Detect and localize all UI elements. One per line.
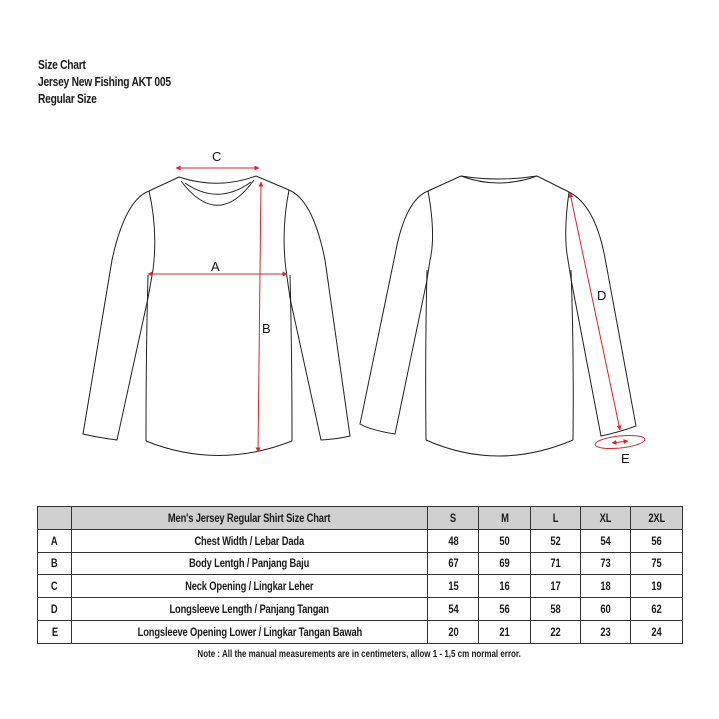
cell-2xl: 24 [630, 619, 683, 644]
shirt-diagram: C A B D E [82, 149, 646, 466]
cell-m: 21 [478, 619, 531, 644]
row-code: D [37, 597, 72, 621]
row-label: Body Lentgh / Panjang Baju [71, 551, 428, 576]
measure-e-ellipse [594, 434, 646, 450]
title-fit: Regular Size [38, 92, 97, 106]
back-measurements [568, 192, 646, 450]
table-row: C Neck Opening / Lingkar Leher 15 16 17 … [37, 574, 683, 599]
row-code: C [37, 574, 72, 599]
cell-2xl: 19 [630, 574, 683, 599]
cell-m: 69 [478, 551, 531, 576]
cell-xl: 73 [580, 551, 631, 576]
cell-m: 16 [478, 574, 531, 599]
row-label: Chest Width / Lebar Dada [71, 528, 428, 553]
header-size-s: S [427, 506, 479, 530]
header-title: Men's Jersey Regular Shirt Size Chart [71, 506, 428, 530]
cell-l: 52 [530, 528, 581, 553]
label-e: E [621, 451, 630, 466]
cell-2xl: 56 [630, 528, 683, 553]
cell-xl: 54 [580, 528, 631, 553]
cell-l: 71 [530, 551, 581, 576]
cell-m: 56 [478, 597, 531, 621]
cell-s: 15 [427, 574, 479, 599]
cell-2xl: 62 [630, 597, 683, 621]
header-code [37, 506, 72, 530]
title-block: Size Chart Jersey New Fishing AKT 005 Re… [38, 57, 200, 108]
cell-m: 50 [478, 528, 531, 553]
cell-s: 48 [427, 528, 479, 553]
header-size-m: M [478, 506, 531, 530]
cell-s: 67 [427, 551, 479, 576]
cell-s: 20 [427, 619, 479, 644]
measure-e-line [611, 439, 629, 445]
row-code: B [37, 551, 72, 576]
measurement-note: Note : All the manual measurements are i… [197, 649, 522, 660]
measure-d-line [568, 192, 622, 431]
table-row: D Longsleeve Length / Panjang Tangan 54 … [37, 597, 683, 621]
row-label: Longsleeve Opening Lower / Lingkar Tanga… [71, 619, 428, 644]
row-code: E [37, 619, 72, 644]
table-row: B Body Lentgh / Panjang Baju 67 69 71 73… [37, 551, 683, 576]
row-label: Longsleeve Length / Panjang Tangan [71, 597, 428, 621]
title-product-name: Jersey New Fishing AKT 005 [38, 75, 171, 89]
cell-xl: 18 [580, 574, 631, 599]
row-label: Neck Opening / Lingkar Leher [71, 574, 428, 599]
label-c: C [212, 149, 221, 164]
title-size-chart: Size Chart [38, 58, 86, 72]
back-shirt-outline [359, 175, 637, 457]
label-d: D [597, 288, 606, 303]
cell-xl: 23 [580, 619, 631, 644]
measure-b-line [255, 181, 264, 453]
table-header-row: Men's Jersey Regular Shirt Size Chart S … [37, 506, 683, 530]
size-chart-table: Men's Jersey Regular Shirt Size Chart S … [37, 506, 683, 644]
header-size-xl: XL [580, 506, 631, 530]
cell-l: 58 [530, 597, 581, 621]
row-code: A [37, 528, 72, 553]
table-row: E Longsleeve Opening Lower / Lingkar Tan… [37, 619, 683, 644]
header-size-2xl: 2XL [630, 506, 683, 530]
front-shirt-outline [82, 175, 351, 456]
cell-l: 22 [530, 619, 581, 644]
table-row: A Chest Width / Lebar Dada 48 50 52 54 5… [37, 528, 683, 553]
cell-2xl: 75 [630, 551, 683, 576]
cell-l: 17 [530, 574, 581, 599]
cell-xl: 60 [580, 597, 631, 621]
front-measurements [147, 165, 288, 453]
cell-s: 54 [427, 597, 479, 621]
label-b: B [262, 321, 271, 336]
header-size-l: L [530, 506, 581, 530]
label-a: A [211, 259, 220, 274]
